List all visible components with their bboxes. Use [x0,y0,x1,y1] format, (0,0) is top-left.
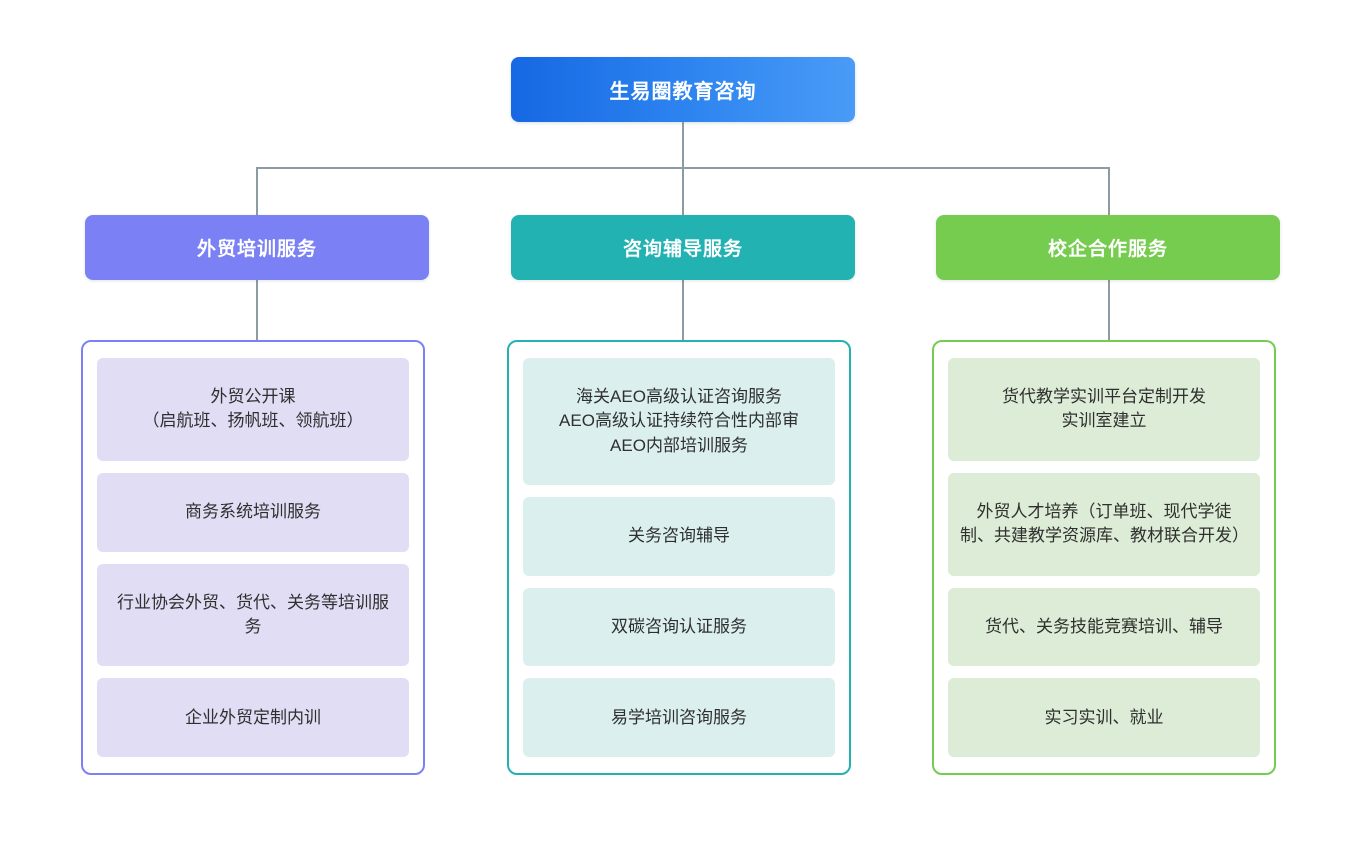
connector-root-stem [682,122,684,168]
connector-branch-stem-1 [682,167,684,216]
connector-panel-stem-1 [682,280,684,341]
branch-panel-xiaoqi-hezuo: 货代教学实训平台定制开发 实训室建立 外贸人才培养（订单班、现代学徒制、共建教学… [932,340,1276,775]
branch-header-xiaoqi-hezuo[interactable]: 校企合作服务 [936,215,1280,280]
connector-branch-stem-0 [256,167,258,216]
item-card[interactable]: 双碳咨询认证服务 [523,587,835,667]
item-card[interactable]: 商务系统培训服务 [97,472,409,552]
item-card[interactable]: 货代教学实训平台定制开发 实训室建立 [948,358,1260,461]
item-card[interactable]: 行业协会外贸、货代、关务等培训服务 [97,563,409,667]
item-card[interactable]: 外贸公开课 （启航班、扬帆班、领航班） [97,358,409,461]
connector-branch-stem-2 [1108,167,1110,216]
root-node[interactable]: 生易圈教育咨询 [511,57,855,122]
branch-header-label: 校企合作服务 [1047,239,1168,260]
item-card[interactable]: 货代、关务技能竞赛培训、辅导 [948,587,1260,667]
connector-panel-stem-0 [256,280,258,341]
item-card[interactable]: 易学培训咨询服务 [523,678,835,757]
item-card[interactable]: 关务咨询辅导 [523,496,835,576]
item-card[interactable]: 实习实训、就业 [948,678,1260,757]
root-node-label: 生易圈教育咨询 [609,81,757,103]
item-card[interactable]: 海关AEO高级认证咨询服务 AEO高级认证持续符合性内部审 AEO内部培训服务 [523,358,835,485]
branch-panel-zixun-fudao: 海关AEO高级认证咨询服务 AEO高级认证持续符合性内部审 AEO内部培训服务 … [507,340,851,775]
item-card[interactable]: 外贸人才培养（订单班、现代学徒制、共建教学资源库、教材联合开发） [948,472,1260,576]
item-card[interactable]: 企业外贸定制内训 [97,678,409,757]
branch-header-zixun-fudao[interactable]: 咨询辅导服务 [511,215,855,280]
branch-header-label: 外贸培训服务 [196,239,317,260]
connector-panel-stem-2 [1108,280,1110,341]
branch-header-waimao-peixun[interactable]: 外贸培训服务 [85,215,429,280]
branch-panel-waimao-peixun: 外贸公开课 （启航班、扬帆班、领航班） 商务系统培训服务 行业协会外贸、货代、关… [81,340,425,775]
branch-header-label: 咨询辅导服务 [622,239,743,260]
